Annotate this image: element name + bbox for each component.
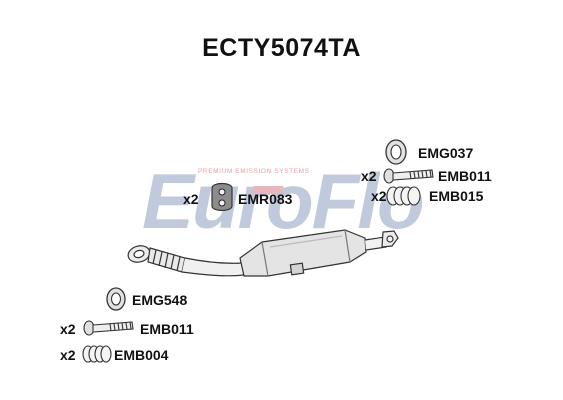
spring-icon xyxy=(82,345,112,363)
part-label-emg037: EMG037 xyxy=(418,145,474,161)
part-label-emr083: EMR083 xyxy=(238,191,293,207)
watermark-red-stripe xyxy=(251,186,284,194)
watermark-brand: EuroFlo xyxy=(142,157,423,245)
part-qty-emb015: x2 xyxy=(371,188,387,204)
bolt-icon xyxy=(83,320,134,336)
part-label-emb015: EMB015 xyxy=(429,188,484,204)
gasket-ring-icon xyxy=(106,287,126,311)
watermark-tagline: PREMIUM EMISSION SYSTEMS xyxy=(198,168,310,175)
part-qty-emb011-bottom: x2 xyxy=(60,321,76,337)
part-qty-emb011-top: x2 xyxy=(361,168,377,184)
part-label-emb011-bottom: EMB011 xyxy=(140,321,194,337)
page-title: ECTY5074TA xyxy=(202,34,361,62)
part-label-emg548: EMG548 xyxy=(132,292,188,308)
part-qty-emb004: x2 xyxy=(60,347,76,363)
catalytic-converter-pipe-icon xyxy=(127,229,399,277)
gasket-ring-icon xyxy=(385,139,407,165)
euroflo-watermark-logo: EuroFlo xyxy=(142,157,425,245)
part-label-emb004: EMB004 xyxy=(114,347,169,363)
rubber-mount-icon xyxy=(211,182,233,212)
part-qty-emr083: x2 xyxy=(183,191,199,207)
spring-icon xyxy=(386,186,421,206)
part-label-emb011-top: EMB011 xyxy=(438,168,492,184)
bolt-icon xyxy=(383,168,434,184)
